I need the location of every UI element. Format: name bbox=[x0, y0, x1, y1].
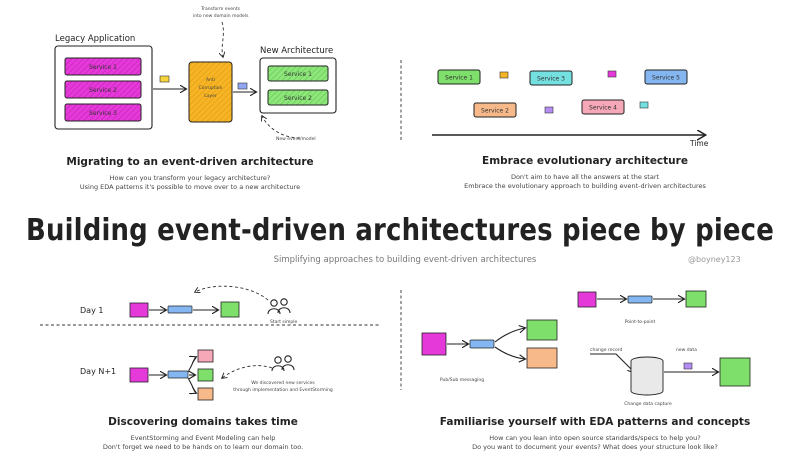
dayn-label: Day N+1 bbox=[80, 367, 116, 376]
cdc-consumer-box bbox=[719, 357, 751, 387]
domains-subtitle-1: EventStorming and Event Modeling can hel… bbox=[131, 434, 276, 442]
legacy-service-1-label: Service 1 bbox=[89, 64, 117, 71]
dayn-consumer-1 bbox=[197, 349, 214, 363]
domains-section: Day 1 Start simple Day N+1 We discovered… bbox=[80, 285, 333, 451]
new-data-label: new data bbox=[676, 347, 697, 353]
transform-label-line-2: into new domain models bbox=[193, 13, 249, 19]
evo-service-3-label: Service 3 bbox=[537, 76, 565, 83]
evolution-subtitle-2: Embrace the evolutionary approach to bui… bbox=[464, 182, 706, 190]
new-event-envelope-icon bbox=[237, 82, 248, 90]
evo-event-icon-3 bbox=[544, 106, 554, 114]
new-service-2: Service 2 bbox=[267, 89, 329, 106]
day1-bus bbox=[167, 305, 193, 314]
new-arch-label: New Architecture bbox=[260, 46, 333, 56]
legacy-service-3: Service 3 bbox=[64, 103, 142, 122]
legacy-service-2-label: Service 2 bbox=[89, 87, 117, 94]
evo-service-5-label: Service 5 bbox=[652, 75, 680, 82]
p2p-label: Point-to-point bbox=[625, 319, 656, 325]
evo-service-4: Service 4 bbox=[581, 99, 625, 115]
acl-line-1: Anti bbox=[206, 77, 215, 83]
time-axis-label: Time bbox=[689, 139, 709, 148]
evo-service-2: Service 2 bbox=[473, 102, 517, 118]
migrating-subtitle-2: Using EDA patterns it's possible to move… bbox=[80, 183, 300, 191]
dayn-bus bbox=[167, 370, 189, 379]
patterns-subtitle-2: Do you want to document your events? Wha… bbox=[472, 443, 718, 451]
cdc-label: Change data capture bbox=[624, 401, 672, 407]
domains-title: Discovering domains takes time bbox=[108, 416, 298, 428]
legacy-app-container bbox=[54, 45, 153, 130]
pubsub-topic bbox=[469, 339, 495, 349]
new-service-1: Service 1 bbox=[267, 65, 329, 82]
dayn-consumer-3 bbox=[197, 387, 214, 401]
domains-subtitle-2: Don't forget we need to be hands on to l… bbox=[103, 443, 303, 451]
evo-service-4-label: Service 4 bbox=[589, 105, 617, 112]
legacy-app-label: Legacy Application bbox=[55, 34, 135, 44]
dayn-dashed-arrow bbox=[222, 365, 273, 378]
evo-event-icon-4 bbox=[639, 101, 649, 109]
evolution-title: Embrace evolutionary architecture bbox=[482, 155, 688, 167]
transform-dashed-arrow bbox=[222, 21, 223, 57]
patterns-subtitle-1: How can you lean into open source standa… bbox=[489, 434, 700, 442]
database-icon bbox=[630, 356, 664, 396]
new-arch-container bbox=[259, 57, 337, 114]
evo-service-1: Service 1 bbox=[437, 69, 481, 85]
new-service-2-label: Service 2 bbox=[284, 95, 312, 102]
change-record-arrow bbox=[590, 353, 634, 372]
new-event-label: New event/model bbox=[276, 136, 316, 142]
evo-service-3: Service 3 bbox=[529, 70, 573, 86]
new-service-1-label: Service 1 bbox=[284, 71, 312, 78]
acl-line-3: Layer bbox=[204, 93, 217, 99]
pubsub-arrow-up bbox=[494, 328, 525, 343]
team-icon-1 bbox=[267, 298, 291, 315]
day1-consumer-box bbox=[220, 301, 240, 318]
evo-service-2-label: Service 2 bbox=[481, 108, 509, 115]
evo-service-5: Service 5 bbox=[644, 69, 688, 85]
pubsub-consumer-2 bbox=[526, 347, 558, 369]
legacy-service-2: Service 2 bbox=[64, 80, 142, 99]
migrating-title: Migrating to an event-driven architectur… bbox=[66, 156, 313, 168]
dayn-consumer-2 bbox=[197, 368, 214, 382]
patterns-section: Point-to-point Pub/Sub messaging change … bbox=[421, 290, 751, 451]
evo-service-1-label: Service 1 bbox=[445, 75, 473, 82]
pubsub-arrow-down bbox=[494, 346, 525, 359]
dayn-producer-box bbox=[129, 367, 149, 383]
p2p-queue bbox=[627, 295, 653, 304]
migrating-subtitle-1: How can you transform your legacy archit… bbox=[110, 174, 271, 182]
discovered-line-2: through implementation and EventStorming bbox=[233, 387, 333, 393]
evo-event-icon-2 bbox=[607, 70, 617, 78]
acl-line-2: Corruption bbox=[199, 85, 223, 91]
migrating-section: Legacy Application Service 1 Service 2 S… bbox=[54, 6, 337, 191]
evolution-section: Service 1 Service 3 Service 5 Service 2 … bbox=[432, 69, 709, 190]
author-handle: @boyney123 bbox=[688, 255, 741, 264]
pubsub-consumer-1 bbox=[526, 319, 558, 341]
main-subtitle: Simplifying approaches to building event… bbox=[274, 255, 537, 265]
discovered-line-1: We discovered new services bbox=[251, 380, 315, 386]
anti-corruption-layer: Anti Corruption Layer bbox=[188, 61, 233, 123]
day1-producer-box bbox=[129, 302, 149, 318]
day1-label: Day 1 bbox=[80, 306, 103, 315]
cdc-event-icon bbox=[683, 362, 693, 370]
evolution-subtitle-1: Don't aim to have all the answers at the… bbox=[511, 173, 660, 181]
legacy-service-1: Service 1 bbox=[64, 57, 142, 76]
p2p-consumer-box bbox=[685, 290, 707, 308]
pubsub-producer-box bbox=[421, 332, 447, 356]
pubsub-label: Pub/Sub messaging bbox=[440, 377, 484, 383]
main-title: Building event-driven architectures piec… bbox=[26, 213, 774, 248]
legacy-service-3-label: Service 3 bbox=[89, 110, 117, 117]
day1-dashed-arrow bbox=[195, 285, 269, 301]
start-simple-label: Start simple bbox=[270, 319, 298, 325]
change-record-label: change record bbox=[590, 347, 623, 353]
patterns-title: Familiarise yourself with EDA patterns a… bbox=[440, 416, 750, 428]
dayn-arrow-down bbox=[187, 377, 196, 393]
new-event-dashed-arrow bbox=[262, 116, 301, 139]
transform-label-line-1: Transform events bbox=[200, 6, 241, 12]
event-envelope-icon bbox=[159, 75, 170, 83]
p2p-producer-box bbox=[577, 291, 597, 308]
dayn-arrow-up bbox=[187, 357, 196, 373]
evo-event-icon-1 bbox=[499, 71, 509, 79]
team-icon-2 bbox=[271, 355, 295, 372]
